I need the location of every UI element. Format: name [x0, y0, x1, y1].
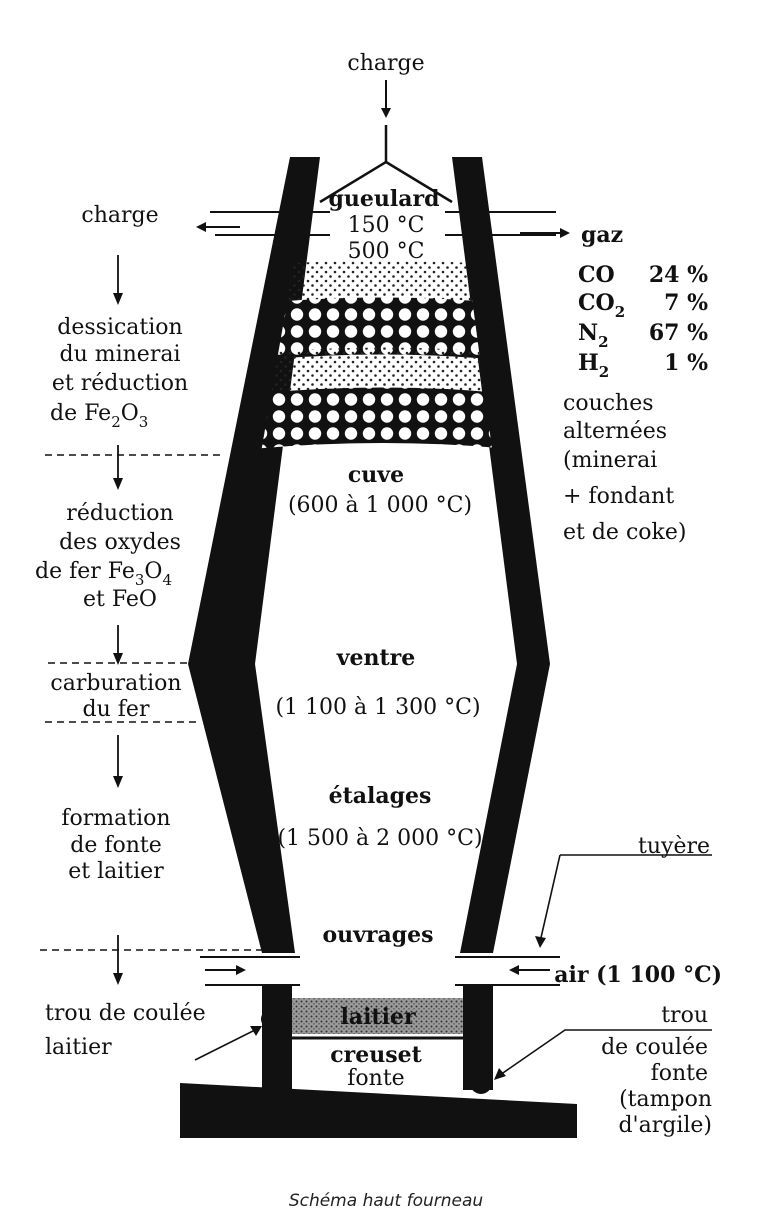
note-line: trou [661, 1003, 708, 1028]
step-line: de fonte [70, 833, 162, 858]
zone-separators [40, 454, 265, 951]
step-formation: formation de fonte et laitier [61, 806, 170, 884]
tuyere-label: tuyère [638, 834, 710, 859]
zone-ouvrages: ouvrages [322, 922, 433, 948]
step-line: et réduction [52, 371, 188, 396]
zone-fonte: fonte [347, 1066, 404, 1091]
gas-composition-table: CO 24 % CO2 7 % N2 67 % H2 1 % [578, 262, 708, 381]
tuyere-pipes [200, 956, 560, 986]
step-line: carburation [50, 671, 181, 696]
note-line: trou de coulée [45, 1001, 206, 1026]
zone-laitier: laitier [340, 1004, 415, 1030]
zone-cuve: cuve [348, 462, 404, 488]
zone-etalages: étalages [329, 783, 432, 809]
gas-arrows [196, 222, 570, 238]
gas-formula: N2 [578, 320, 609, 351]
top-charge-inlet [319, 80, 453, 204]
step-line: réduction [66, 501, 173, 526]
gaz-label: gaz [581, 222, 623, 248]
leader-arrow-heads [250, 936, 546, 1080]
fe3o4-formula: de fer Fe3O4 [35, 559, 172, 589]
gas-formula: CO2 [578, 290, 625, 321]
zone-gueulard: gueulard [329, 186, 440, 212]
gas-row: CO2 7 % [578, 290, 708, 321]
note-line: alternées [563, 419, 667, 444]
zone-cuve-temp: (600 à 1 000 °C) [288, 493, 472, 518]
step-reduction: réduction des oxydes de fer Fe3O4 et FeO [35, 501, 181, 612]
note-line: fonte [651, 1061, 708, 1086]
layers-note: couches alternées (minerai + fondant et … [563, 391, 686, 545]
gas-formula: CO [578, 262, 615, 288]
ore-layer-1 [240, 260, 520, 312]
note-line: laitier [45, 1035, 112, 1060]
coke-layer-2 [240, 387, 520, 450]
note-line: (minerai [563, 448, 657, 473]
slag-tap-hole [261, 1010, 279, 1028]
step-line: du fer [83, 697, 150, 722]
step-line: dessication [57, 315, 182, 340]
note-line: d'argile) [618, 1113, 712, 1138]
air-label: air (1 100 °C) [554, 962, 722, 988]
zone-ventre-temp: (1 100 à 1 300 °C) [275, 695, 480, 720]
slag-tap-note: trou de coulée laitier [45, 1001, 206, 1060]
note-line: couches [563, 391, 654, 416]
step-line: et FeO [83, 587, 157, 612]
right-wall [452, 157, 550, 953]
step-line: des oxydes [59, 530, 181, 555]
crucible-left-wall [262, 985, 292, 1090]
coke-layer-1 [240, 297, 520, 362]
slag-layer [292, 998, 463, 1034]
air-arrows [205, 965, 550, 975]
step-line: et laitier [68, 859, 164, 884]
note-line: + fondant [563, 484, 674, 509]
gas-percent: 1 % [664, 350, 708, 376]
furnace-base [180, 1083, 577, 1138]
left-charge-label: charge [81, 203, 158, 228]
leader-lines [194, 854, 712, 1076]
step-line: du minerai [60, 342, 181, 367]
gas-percent: 67 % [649, 320, 708, 346]
diagram-caption: Schéma haut fourneau [289, 1191, 484, 1211]
gas-row: N2 67 % [578, 320, 708, 351]
zone-gueulard-temp-2: 500 °C [348, 239, 425, 264]
gas-percent: 24 % [649, 262, 708, 288]
gas-row: H2 1 % [578, 350, 708, 381]
gas-pipes [210, 211, 556, 236]
charge-layers [240, 260, 520, 450]
step-carburation: carburation du fer [50, 671, 181, 722]
gas-percent: 7 % [664, 290, 708, 316]
gas-row: CO 24 % [578, 262, 708, 288]
iron-tap-hole [470, 1072, 492, 1094]
zone-etalages-temp: (1 500 à 2 000 °C) [277, 826, 482, 851]
ore-layer-2 [240, 347, 520, 402]
zone-creuset: creuset [330, 1042, 422, 1068]
iron-tap-note: trou de coulée fonte (tampon d'argile) [601, 1003, 712, 1138]
left-arrow-heads [113, 293, 123, 985]
note-line: (tampon [619, 1087, 712, 1112]
note-line: et de coke) [563, 520, 686, 545]
top-charge-label: charge [347, 51, 424, 76]
step-line: formation [61, 806, 170, 831]
step-dessication: dessication du minerai et réduction de F… [50, 315, 188, 431]
zone-gueulard-temp-1: 150 °C [348, 213, 425, 238]
note-line: de coulée [601, 1035, 708, 1060]
gas-formula: H2 [578, 350, 609, 381]
zone-ventre: ventre [336, 645, 416, 671]
fe2o3-formula: de Fe2O3 [50, 401, 148, 431]
